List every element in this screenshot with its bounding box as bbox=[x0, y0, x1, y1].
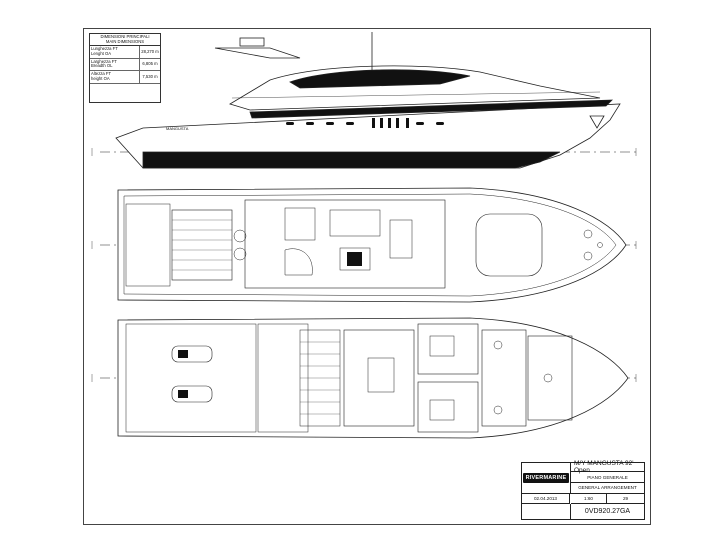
aft-sofa bbox=[284, 248, 313, 276]
dimension-value: 6,805 m bbox=[142, 61, 158, 67]
drawing-date: 02.04.2013 bbox=[534, 495, 557, 501]
swim-platform bbox=[125, 203, 171, 287]
dimension-label-it: Altezza FT bbox=[91, 71, 112, 77]
crew-quarters bbox=[527, 335, 573, 421]
master-cabin bbox=[343, 329, 415, 427]
dimension-value: 28,270 m bbox=[141, 48, 159, 54]
drawing-subtitle-it: PIANO GENERALE bbox=[571, 472, 644, 483]
sheet-cell: 29 bbox=[607, 493, 644, 504]
hull-marking: MANGUSTA bbox=[166, 126, 189, 131]
guest-cabin-port bbox=[417, 323, 479, 375]
dimension-label-en: Breadth OL bbox=[91, 63, 113, 69]
galley bbox=[284, 207, 316, 241]
cockpit-saloon bbox=[244, 199, 446, 289]
brand-logo: RIVERMARINE bbox=[522, 463, 571, 494]
sheet-number: 29 bbox=[622, 495, 629, 501]
guest-cabin-starboard bbox=[417, 381, 479, 433]
tender-garage bbox=[125, 323, 257, 433]
hull-bottom-band bbox=[142, 151, 561, 169]
portholes bbox=[286, 118, 444, 128]
title-block: RIVERMARINE M/Y MANGUSTA 92' Open PIANO … bbox=[521, 460, 645, 520]
sheer-stripe bbox=[249, 99, 613, 119]
vessel-name: M/Y MANGUSTA 92' Open bbox=[571, 460, 644, 474]
deck-outline bbox=[117, 187, 627, 303]
anchor-pocket bbox=[589, 115, 605, 129]
main-deck-plan-view bbox=[100, 187, 640, 303]
side-profile-view bbox=[100, 32, 640, 169]
drawing-subtitle-en: GENERAL ARRANGEMENT bbox=[571, 482, 644, 494]
aft-sunpad bbox=[171, 209, 233, 281]
dimensions-header: DIMENSIONI PRINCIPALI MAIN DIMENSIONS bbox=[90, 34, 160, 47]
hardtop bbox=[214, 47, 301, 59]
scale-cell: 1:60 bbox=[571, 493, 607, 504]
dimension-label-en: Lenght OA bbox=[91, 50, 112, 56]
stamp-area bbox=[522, 504, 571, 519]
dimension-label-it: Lunghezza FT bbox=[91, 46, 118, 52]
drawing-scale: 1:60 bbox=[584, 495, 593, 501]
main-dimensions-table: DIMENSIONI PRINCIPALI MAIN DIMENSIONS Lu… bbox=[89, 33, 161, 103]
drawing-code: 0VD920.27GA bbox=[584, 508, 631, 515]
dimension-value: 7,530 m bbox=[142, 73, 158, 79]
windshield bbox=[289, 69, 471, 89]
dimension-label-en: height OA bbox=[91, 75, 110, 81]
tenders bbox=[171, 345, 213, 403]
lower-hull-outline bbox=[117, 317, 629, 439]
foredeck-sunpad bbox=[475, 213, 543, 277]
dimensions-header-en: MAIN DIMENSIONS bbox=[105, 38, 145, 44]
vip-cabin bbox=[481, 329, 527, 427]
dimension-label-it: Larghezza FT bbox=[91, 58, 117, 64]
date-cell: 02.04.2013 bbox=[522, 493, 570, 504]
master-bed bbox=[367, 357, 395, 393]
dimensions-header-it: DIMENSIONI PRINCIPALI bbox=[100, 34, 150, 39]
lower-deck-plan-view bbox=[100, 317, 640, 439]
brand-name: RIVERMARINE bbox=[522, 473, 570, 483]
radar-arch bbox=[239, 37, 265, 47]
helm-station bbox=[389, 219, 413, 259]
dining-table bbox=[329, 209, 381, 237]
